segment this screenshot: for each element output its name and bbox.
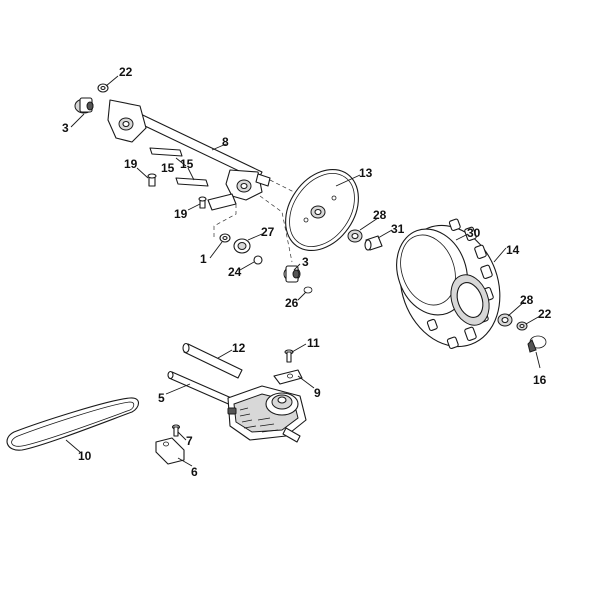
callout-31: 31 — [391, 222, 405, 236]
washer-upper[interactable] — [97, 83, 109, 93]
callout-6: 6 — [191, 465, 198, 479]
callout-11: 11 — [307, 336, 320, 350]
gearbox[interactable] — [227, 385, 307, 443]
v-belt[interactable] — [6, 397, 140, 451]
leader-lines — [65, 75, 541, 467]
clip-upper[interactable] — [149, 147, 183, 157]
bearing-28-inner[interactable] — [347, 229, 363, 243]
callout-16: 16 — [533, 373, 547, 387]
callout-22-upper: 22 — [119, 65, 133, 79]
circlip-26[interactable] — [303, 286, 313, 294]
callout-14: 14 — [506, 243, 520, 257]
callout-19-upper: 19 — [124, 157, 138, 171]
callout-15-left: 15 — [161, 161, 175, 175]
callout-15-right: 15 — [180, 157, 194, 171]
clip-lower[interactable] — [175, 177, 209, 187]
wheel-disc[interactable] — [271, 156, 374, 265]
bush-lower[interactable] — [283, 265, 301, 283]
callout-13: 13 — [359, 166, 373, 180]
callout-9: 9 — [314, 386, 321, 400]
rear-wheel[interactable] — [384, 211, 517, 360]
callout-30: 30 — [467, 226, 481, 240]
callout-7: 7 — [186, 434, 193, 448]
callout-28-inner: 28 — [373, 208, 387, 222]
rear-axle-assembly[interactable] — [107, 99, 271, 211]
bracket-9[interactable] — [273, 369, 303, 385]
hub-cap-16[interactable] — [527, 335, 547, 353]
callout-10: 10 — [78, 449, 92, 463]
screw-lower[interactable] — [198, 196, 207, 209]
screw-11[interactable] — [284, 349, 294, 363]
callout-labels: 22 3 8 19 15 15 19 13 28 31 27 30 14 1 3… — [62, 65, 552, 479]
drive-shaft[interactable] — [182, 342, 243, 379]
washer-lower[interactable] — [516, 321, 528, 331]
washer-1[interactable] — [219, 233, 231, 243]
ring-24[interactable] — [253, 255, 263, 265]
callout-12: 12 — [232, 341, 246, 355]
callout-24: 24 — [228, 265, 242, 279]
callout-3-lower: 3 — [302, 255, 309, 269]
callout-27: 27 — [261, 225, 275, 239]
bush-upper[interactable] — [74, 97, 94, 114]
bearing-27[interactable] — [233, 238, 251, 254]
bracket-6[interactable] — [155, 437, 185, 465]
callout-22-lower: 22 — [538, 307, 552, 321]
callout-1: 1 — [200, 252, 207, 266]
bearing-28-outer[interactable] — [497, 313, 513, 327]
spacer-31[interactable] — [364, 235, 383, 251]
screw-7[interactable] — [171, 424, 181, 437]
callout-28-outer: 28 — [520, 293, 534, 307]
callout-5: 5 — [158, 391, 165, 405]
callout-19-lower: 19 — [174, 207, 188, 221]
callout-3-upper: 3 — [62, 121, 69, 135]
callout-26: 26 — [285, 296, 299, 310]
callout-8: 8 — [222, 135, 229, 149]
screw-upper[interactable] — [147, 173, 157, 187]
